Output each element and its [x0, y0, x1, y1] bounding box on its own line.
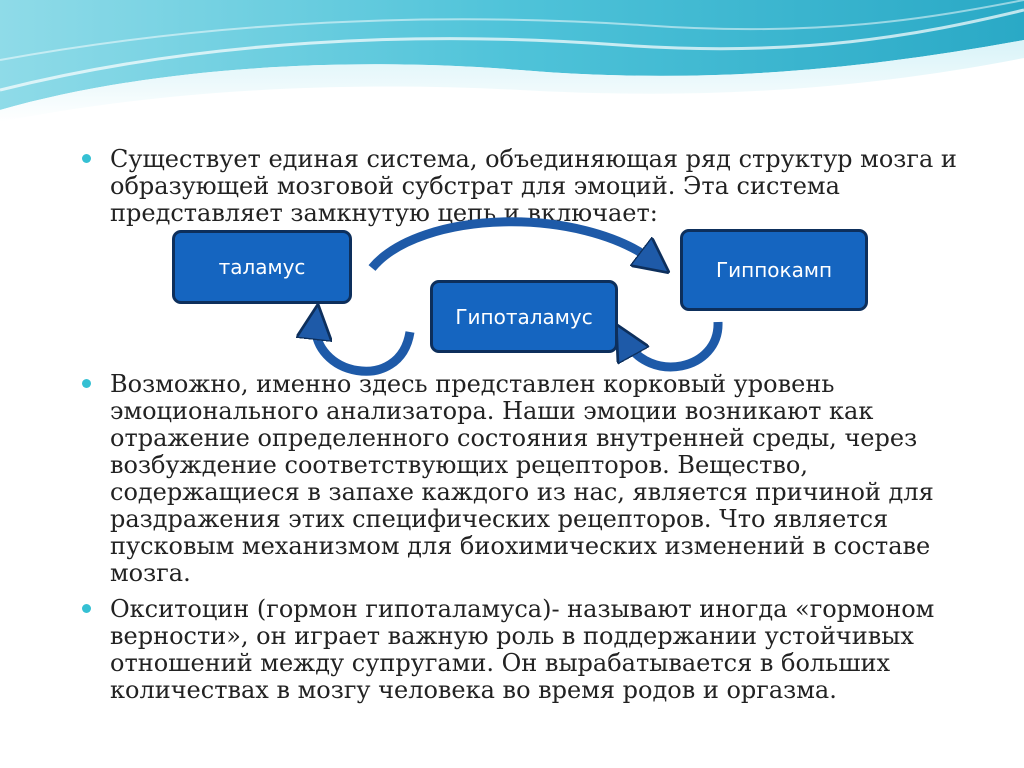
header-wave-decoration: [0, 0, 1024, 122]
bullet-1-text: Существует единая система, объединяющая …: [110, 145, 957, 227]
bullet-1-dot: [82, 154, 91, 163]
node-hypothalamus: Гипоталамус: [430, 280, 618, 353]
bullet-2-text: Возможно, именно здесь представлен корко…: [110, 370, 934, 587]
bullet-2-dot: [82, 379, 91, 388]
bullet-3-text: Окситоцин (гормон гипоталамуса)- называю…: [110, 595, 935, 704]
node-hippocampus: Гиппокамп: [680, 229, 868, 311]
node-thalamus: таламус: [172, 230, 352, 304]
arrow-hippocampus-to-hypothalamus: [625, 322, 723, 372]
arrow-hypothalamus-to-thalamus: [316, 322, 415, 376]
arrow-thalamus-to-hippocampus: [368, 217, 655, 268]
bullet-3-dot: [82, 604, 91, 613]
